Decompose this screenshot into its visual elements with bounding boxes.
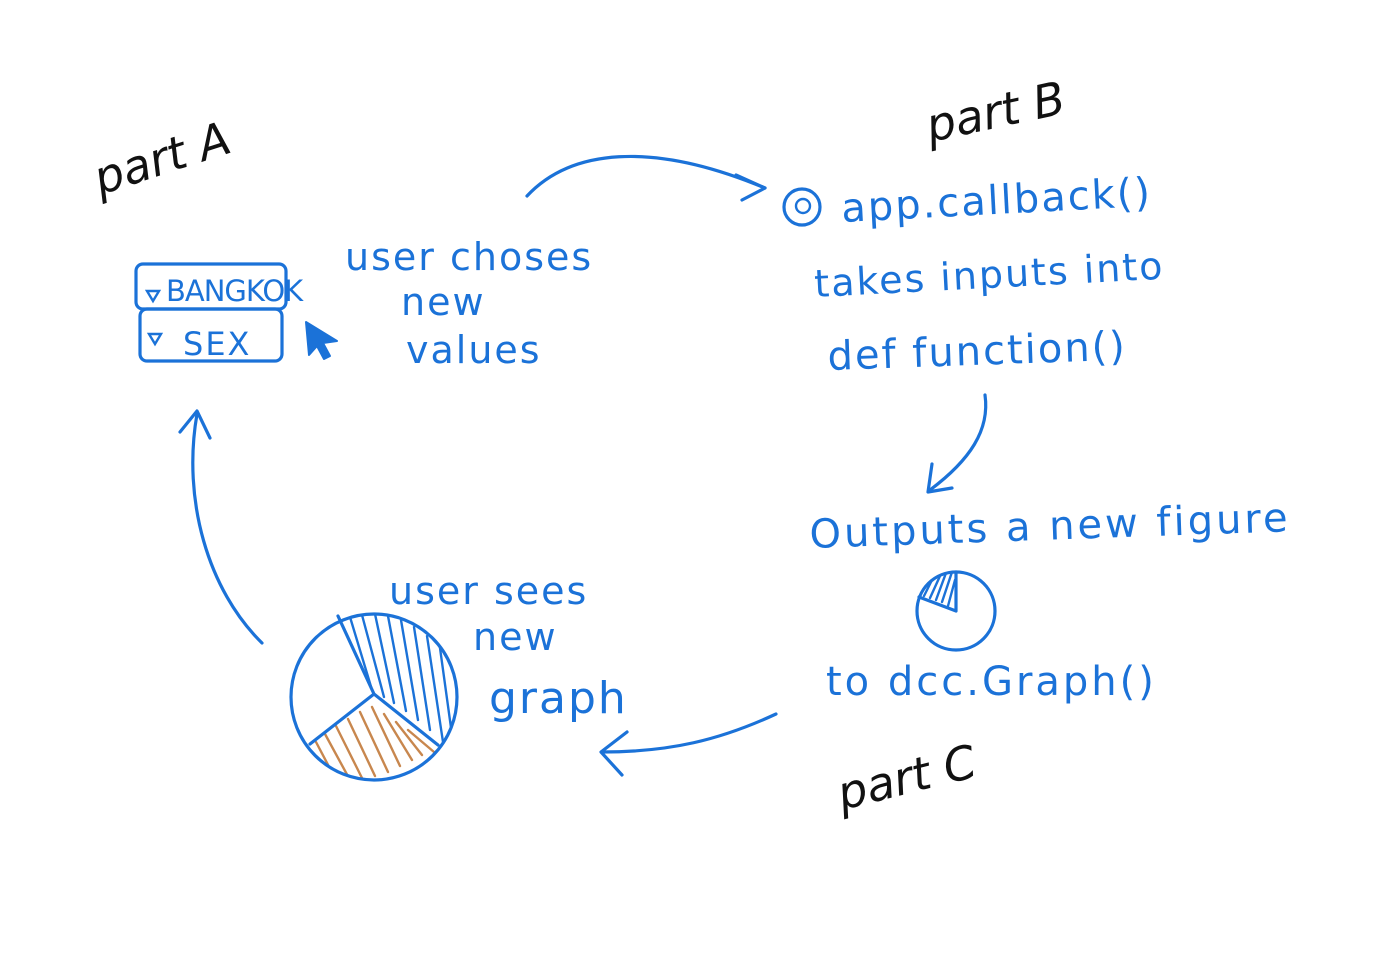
dropdown-sex-box[interactable]	[138, 307, 284, 363]
caption-user-choses: user choses new values	[345, 235, 593, 372]
dropdown-city-value: BANGKOK	[166, 274, 304, 308]
cursor-icon	[305, 321, 338, 360]
arrow-b-to-c	[926, 393, 988, 494]
part-a-label: part A	[86, 111, 237, 206]
caption-user-sees: user sees new graph	[389, 569, 628, 724]
triangle-down-icon	[146, 332, 164, 347]
caption-line: values	[406, 328, 542, 372]
caption-line: new	[401, 280, 486, 324]
at-icon	[782, 187, 822, 227]
triangle-down-icon	[144, 289, 162, 304]
caption-line: user choses	[345, 235, 593, 279]
part-b-label: part B	[920, 71, 1070, 153]
arrow-result-to-a	[178, 409, 264, 645]
caption-line: new	[473, 615, 558, 659]
part-c-label: part C	[831, 734, 982, 821]
arrow-c-to-result	[599, 712, 778, 777]
to-dcc-graph-text: to dcc.Graph()	[826, 659, 1157, 705]
small-pie-icon	[915, 570, 997, 652]
dropdown-sex-value: SEX	[183, 325, 251, 363]
outputs-figure-text: Outputs a new figure	[809, 495, 1292, 558]
callback-decorator: app.callback()	[840, 170, 1153, 232]
arrow-a-to-b	[525, 154, 767, 202]
dropdown-group: BANGKOK SEX	[134, 262, 305, 363]
caption-line: graph	[489, 673, 628, 724]
takes-inputs-text: takes inputs into	[813, 244, 1165, 306]
def-function-text: def function()	[827, 324, 1128, 380]
caption-line: user sees	[389, 569, 588, 613]
big-pie-chart	[289, 612, 459, 782]
